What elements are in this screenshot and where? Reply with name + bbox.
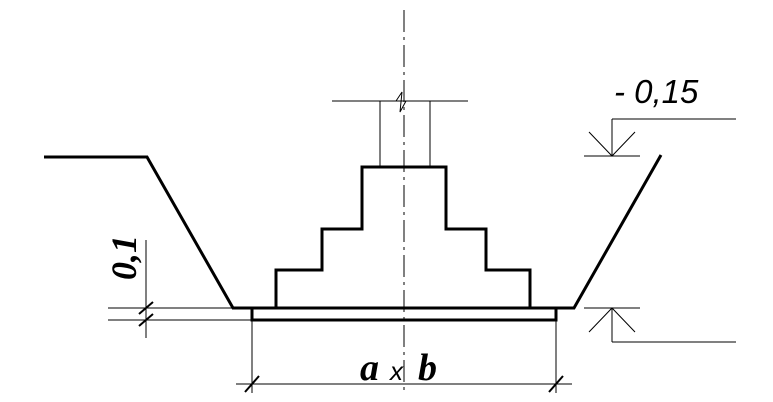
level-mark-top [584, 118, 736, 157]
width-label-a: a [360, 347, 379, 389]
width-dimension [236, 320, 572, 393]
stepped-foundation [252, 165, 532, 310]
base-slab [250, 306, 558, 322]
pit-right-slope [556, 154, 663, 310]
thickness-label: 0,1 [104, 235, 144, 280]
level-label: - 0,15 [614, 73, 699, 110]
pit-left-slope [44, 155, 252, 310]
level-mark-bottom [584, 307, 736, 343]
width-label-x: x [388, 356, 404, 386]
width-label-b: b [418, 347, 437, 389]
column-break-mark [332, 91, 468, 113]
thickness-dimension [108, 240, 252, 338]
column-stub [379, 101, 431, 167]
